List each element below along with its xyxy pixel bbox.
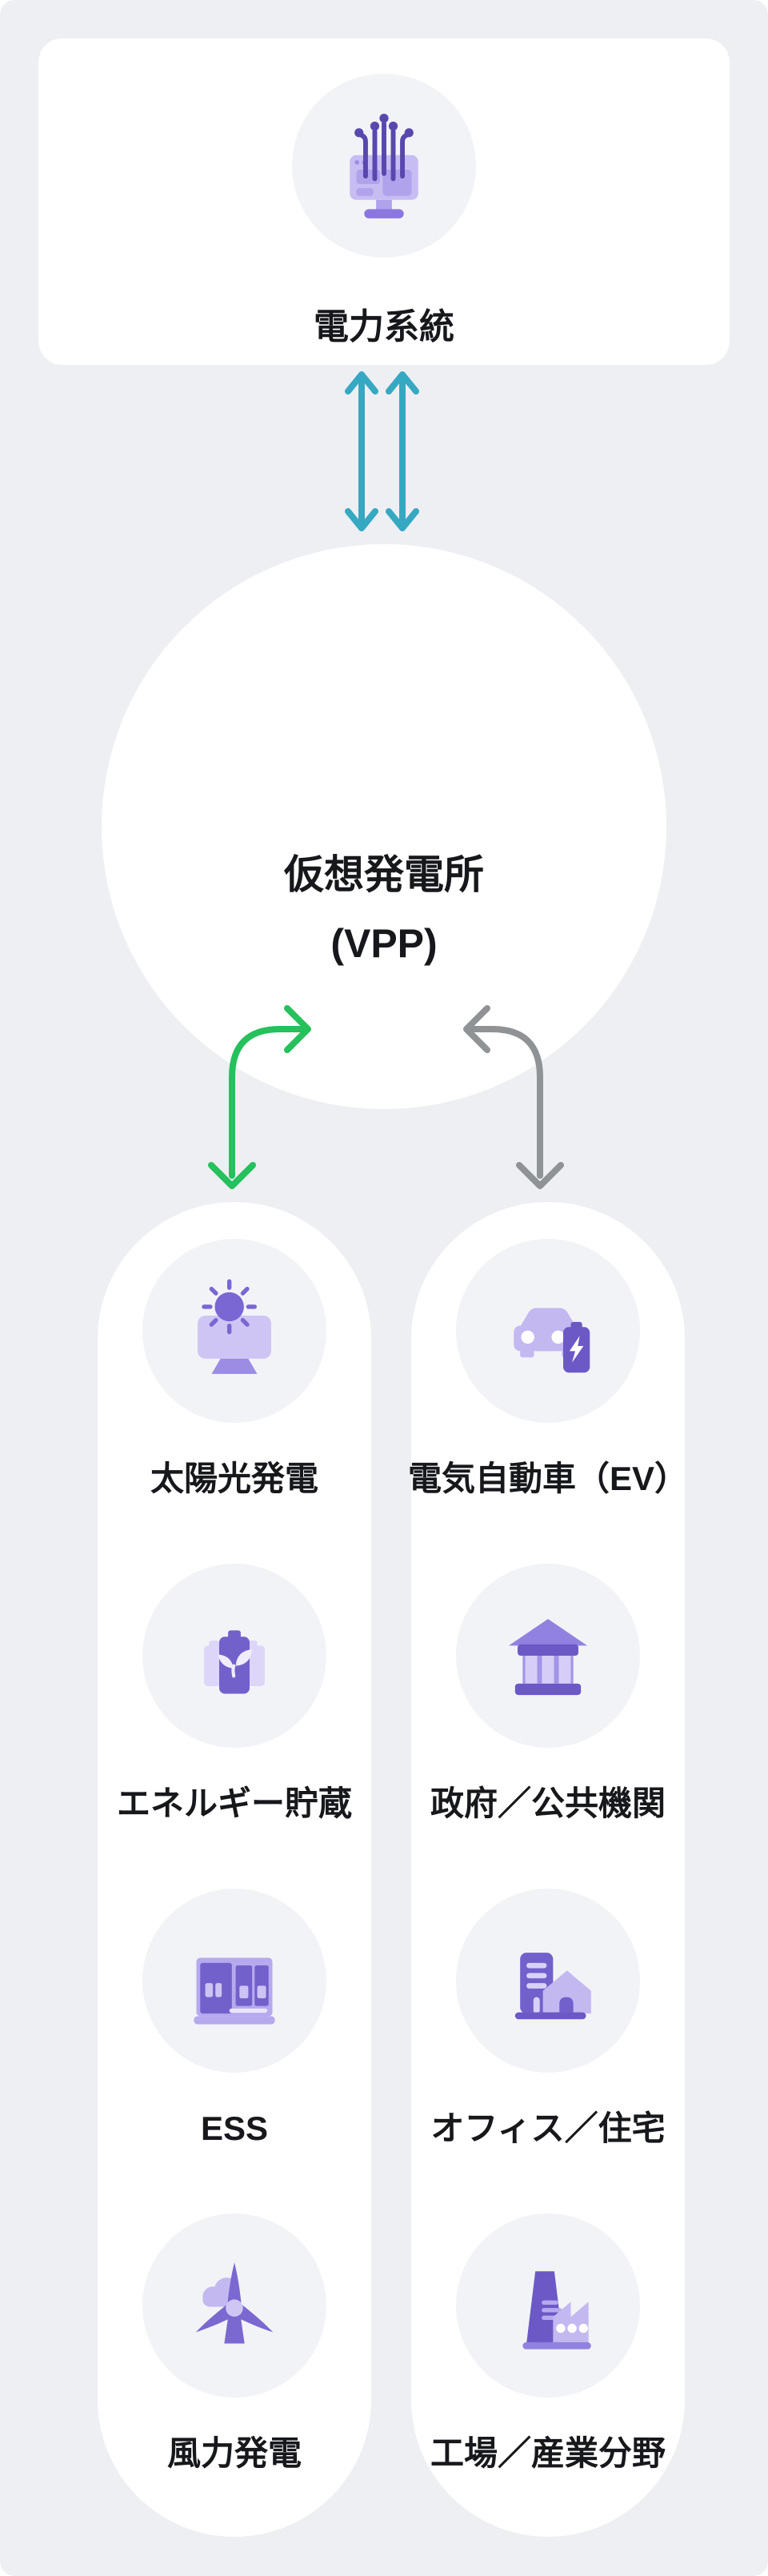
solar-power-icon [198, 1279, 271, 1374]
node-factory: 工場／産業分野 [430, 2213, 666, 2474]
office-icon-circle [455, 1889, 640, 2073]
vpp-title: 仮想発電所 (VPP) [102, 840, 666, 978]
vpp-supply-arrow-icon [208, 1005, 311, 1189]
node-label: 風力発電 [166, 2434, 302, 2472]
factory-icon [522, 2271, 591, 2350]
smart-grid-icon [350, 114, 418, 218]
power-grid-card: 電力系統 [38, 38, 730, 365]
power-grid-icon-circle [292, 74, 476, 258]
node-ev: 電気自動車（EV） [408, 1239, 688, 1500]
vpp-circle: 仮想発電所 (VPP) [102, 544, 666, 1109]
ess-icon-circle [142, 1889, 326, 2073]
wind-turbine-icon [195, 2262, 274, 2344]
government-icon-circle [455, 1564, 640, 1748]
vpp-title-line1: 仮想発電所 [284, 852, 484, 897]
factory-icon-circle [455, 2213, 640, 2398]
solar-icon-circle [142, 1239, 326, 1423]
node-label: オフィス／住宅 [430, 2109, 666, 2147]
node-government: 政府／公共機関 [430, 1564, 666, 1825]
wind-icon-circle [142, 2213, 326, 2398]
node-label: 工場／産業分野 [430, 2434, 666, 2472]
vpp-title-line2: (VPP) [330, 921, 438, 966]
node-office-housing: オフィス／住宅 [430, 1889, 666, 2149]
node-label: ESS [200, 2109, 269, 2147]
ev-charging-icon [514, 1308, 590, 1373]
node-label: エネルギー貯蔵 [116, 1785, 352, 1822]
ess-icon [194, 1957, 275, 2025]
government-building-icon [508, 1619, 588, 1696]
consumer-column: 電気自動車（EV） 政府／公 [408, 1202, 688, 2537]
office-house-icon [514, 1953, 591, 2020]
node-energy-storage: エネルギー貯蔵 [117, 1564, 352, 1825]
node-ess: ESS [142, 1889, 326, 2149]
node-solar: 太陽光発電 [142, 1239, 326, 1500]
vpp-demand-arrow-icon [463, 1005, 564, 1189]
resource-column: 太陽光発電 [98, 1202, 371, 2537]
node-label: 電気自動車（EV） [407, 1460, 689, 1497]
node-label: 政府／公共機関 [430, 1785, 666, 1822]
ev-icon-circle [456, 1239, 640, 1423]
power-grid-label: 電力系統 [314, 307, 454, 347]
energy-storage-icon [203, 1630, 265, 1694]
node-label: 太陽光発電 [150, 1460, 318, 1497]
energy-storage-icon-circle [142, 1564, 326, 1748]
grid-vpp-bidirectional-arrows-icon [345, 371, 419, 531]
node-wind: 風力発電 [142, 2213, 326, 2474]
